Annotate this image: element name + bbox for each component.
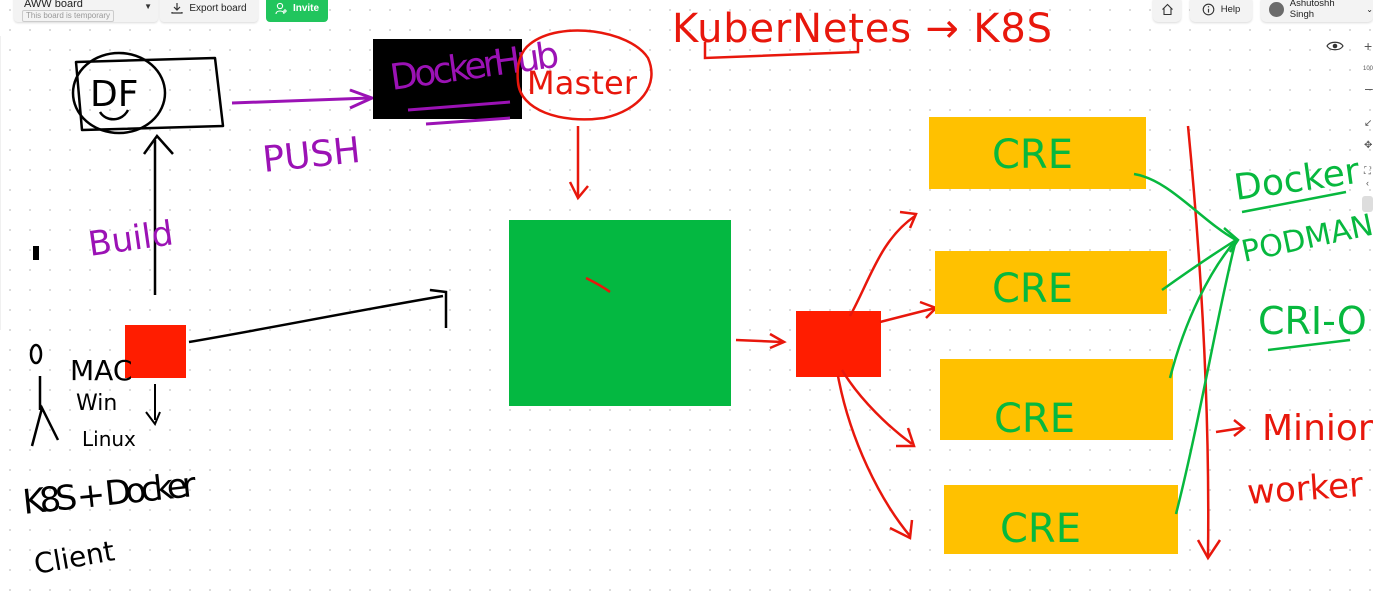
- client-label: Client: [31, 534, 117, 581]
- master-node-box: [509, 220, 731, 406]
- cre-node-3: CRE: [940, 359, 1173, 442]
- master-label: Master: [527, 64, 638, 102]
- runtime-crio: CRI-O: [1258, 299, 1367, 343]
- home-icon: [1161, 3, 1173, 15]
- cre-node-2: CRE: [935, 251, 1167, 314]
- move-tool-icon[interactable]: ✥: [1364, 140, 1373, 151]
- cre-node-4: CRE: [944, 485, 1178, 554]
- dockerfile-label: DF: [90, 74, 138, 115]
- kubernetes-title: KuberNetes → K8S: [672, 6, 1052, 52]
- user-menu[interactable]: Ashutoshh Singh ⌄: [1261, 0, 1373, 22]
- master-sketch: [516, 29, 653, 201]
- arrow-tool-icon[interactable]: ↙: [1364, 118, 1373, 129]
- export-board-button[interactable]: Export board: [160, 0, 258, 22]
- pen-tool-icon[interactable]: [1362, 196, 1373, 212]
- user-name: Ashutoshh Singh: [1289, 0, 1335, 20]
- minion-label: Minion: [1262, 408, 1373, 449]
- cre-label: CRE: [992, 132, 1073, 178]
- user-stick-figure: [29, 343, 60, 447]
- help-button[interactable]: Help: [1190, 0, 1252, 22]
- chevron-left-icon[interactable]: ‹: [1366, 178, 1369, 188]
- add-user-icon: [275, 2, 287, 14]
- client-tools: K8S + Docker: [21, 465, 198, 523]
- avatar: [1269, 1, 1284, 17]
- help-label: Help: [1220, 3, 1241, 15]
- client-os-linux: Linux: [82, 427, 136, 451]
- home-button[interactable]: [1153, 0, 1181, 22]
- select-tool-icon[interactable]: ⛶: [1364, 166, 1371, 177]
- build-arrow: [142, 134, 174, 295]
- push-label: PUSH: [261, 130, 363, 181]
- eye-icon[interactable]: [1326, 40, 1344, 52]
- runtime-podman: PODMAN: [1238, 208, 1373, 270]
- board-title-menu[interactable]: AWW board This board is temporary ▼: [14, 0, 158, 22]
- chevron-down-icon: ⌄: [1366, 4, 1373, 14]
- cre-label: CRE: [994, 396, 1075, 442]
- download-icon: [171, 3, 183, 14]
- build-label: Build: [86, 213, 176, 264]
- dockerfile-sketch: DF: [71, 51, 225, 135]
- info-icon: [1202, 3, 1215, 15]
- invite-button[interactable]: Invite: [266, 0, 328, 22]
- zoom-toolbar: + 100 – ↙ ✥ ⛶ ‹: [1322, 36, 1373, 216]
- chevron-down-icon[interactable]: ▼: [144, 2, 152, 11]
- push-arrow: [231, 88, 376, 110]
- zoom-out-icon[interactable]: –: [1365, 80, 1373, 96]
- client-os-mac: MAC: [70, 354, 132, 387]
- export-label: Export board: [189, 2, 247, 14]
- runtime-links: [1133, 172, 1240, 515]
- board-name: AWW board: [24, 0, 83, 10]
- invite-label: Invite: [292, 2, 320, 14]
- client-os-win: Win: [76, 391, 117, 416]
- worker-separator: [1186, 125, 1247, 561]
- worker-agent-box: [796, 311, 881, 377]
- client-box: [125, 325, 186, 378]
- cre-node-1: CRE: [929, 117, 1146, 189]
- worker-label: worker: [1246, 465, 1364, 513]
- zoom-level: 100: [1363, 66, 1373, 72]
- cre-label: CRE: [992, 266, 1073, 312]
- zoom-in-icon[interactable]: +: [1364, 38, 1373, 54]
- cre-label: CRE: [1000, 506, 1081, 552]
- board-temporary-note: This board is temporary: [22, 10, 115, 22]
